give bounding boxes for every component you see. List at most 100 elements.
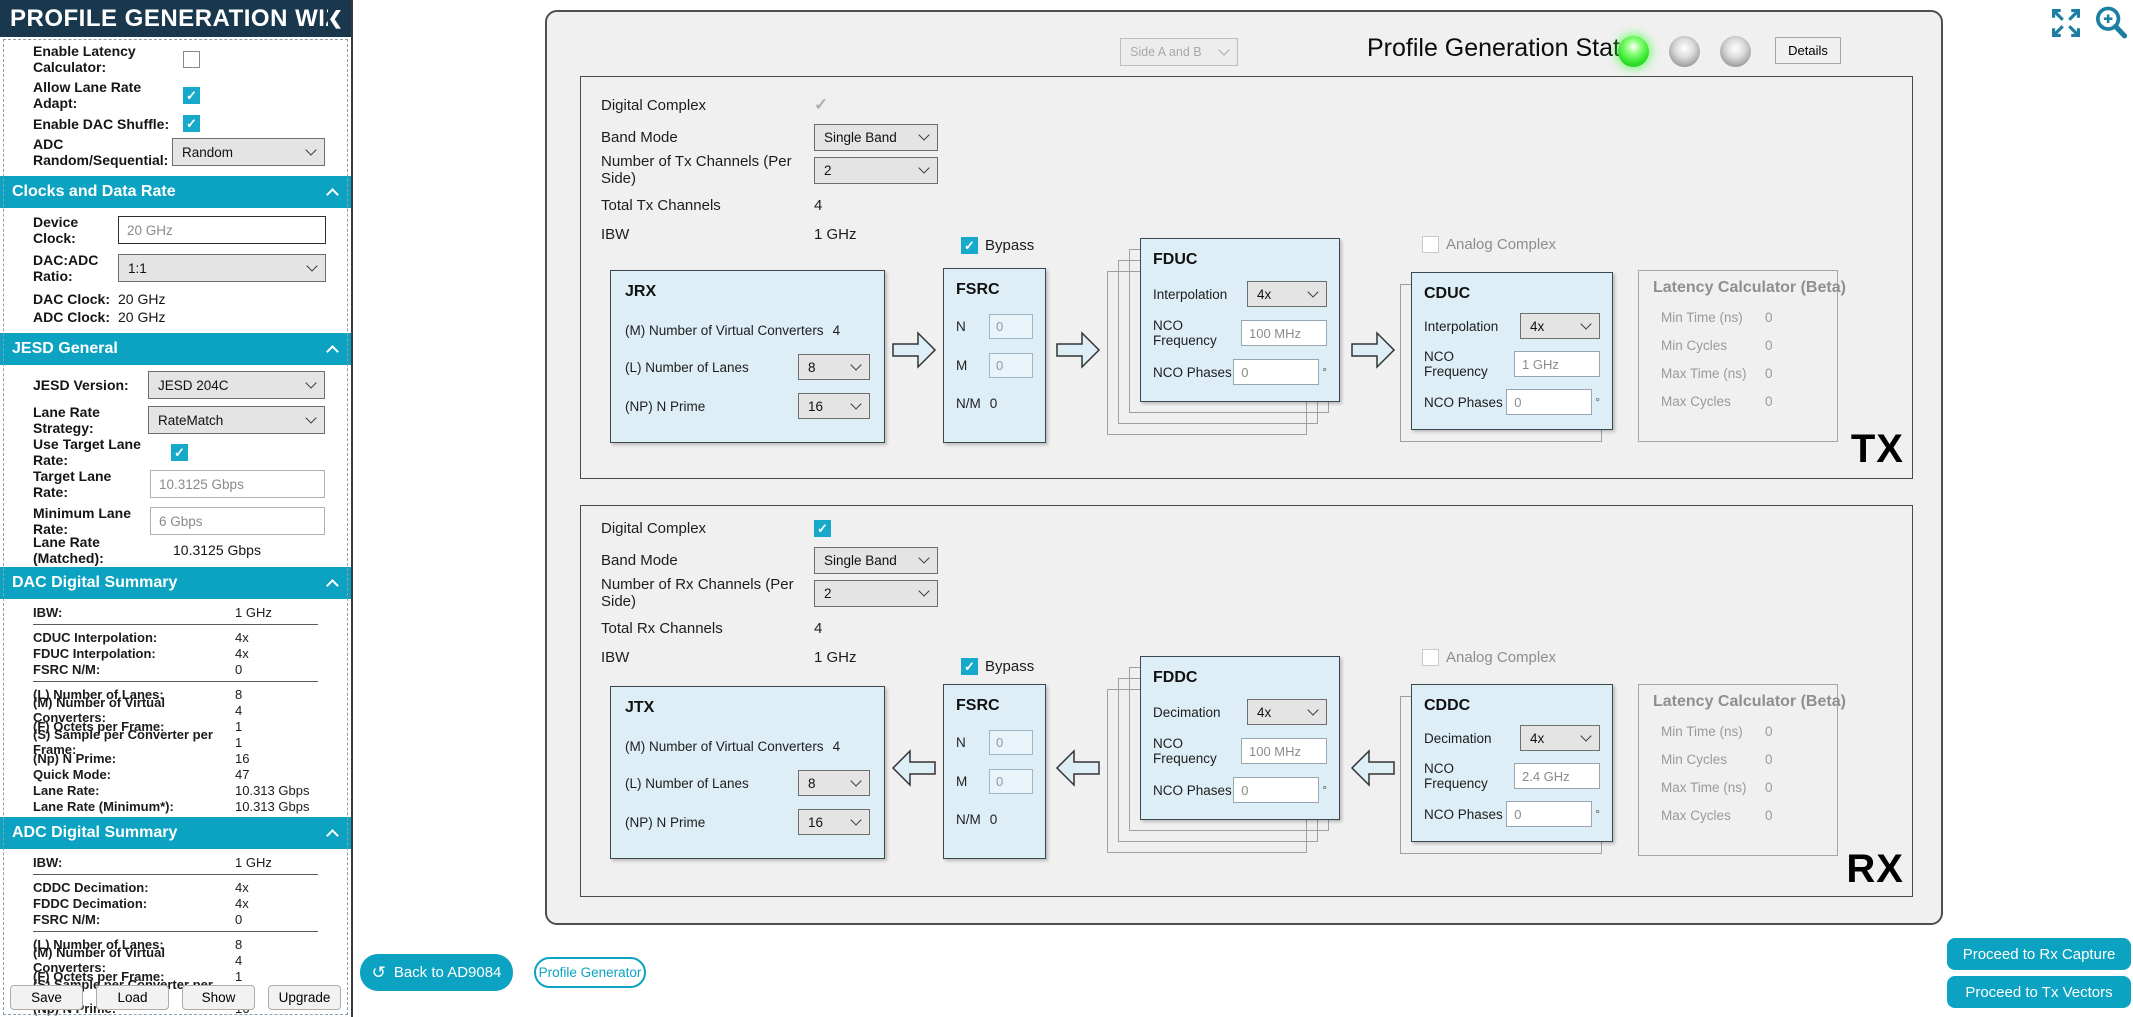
rx-digital-complex-checkbox[interactable] bbox=[814, 519, 831, 537]
cddc-decimation-select[interactable]: 4x bbox=[1520, 725, 1600, 751]
rx-channels-select[interactable]: 2 bbox=[814, 579, 938, 607]
rx-bypass-checkbox[interactable] bbox=[961, 658, 978, 675]
zoom-in-icon[interactable] bbox=[2091, 3, 2131, 43]
tx-channels-select[interactable]: 2 bbox=[814, 156, 938, 184]
tx-fsrc-m-input[interactable] bbox=[989, 353, 1033, 378]
arrow-left-icon bbox=[1055, 749, 1100, 787]
option-row: Allow Lane Rate Adapt: bbox=[0, 79, 351, 111]
details-button[interactable]: Details bbox=[1775, 37, 1841, 64]
fduc-nco-frequency-input[interactable] bbox=[1241, 320, 1327, 346]
divider bbox=[33, 624, 318, 625]
rx-analog-complex-row: Analog Complex bbox=[1422, 649, 1556, 666]
load-button[interactable]: Load bbox=[96, 985, 169, 1010]
arrow-right-icon bbox=[1351, 331, 1396, 369]
chevron-down-icon bbox=[850, 775, 862, 787]
cduc-card: CDUC Interpolation 4x NCO Frequency NCO … bbox=[1411, 272, 1613, 430]
use-target-lane-rate-checkbox[interactable] bbox=[171, 443, 188, 461]
rx-fsrc-nm-value: 0 bbox=[989, 812, 998, 827]
fddc-nco-frequency-input[interactable] bbox=[1241, 738, 1327, 764]
back-to-ad9084-button[interactable]: ↺ Back to AD9084 bbox=[360, 954, 513, 991]
proceed-to-tx-vectors-button[interactable]: Proceed to Tx Vectors bbox=[1947, 976, 2131, 1008]
sidebar-footer: Save Load Show Upgrade bbox=[10, 985, 341, 1010]
dac-clock-value: 20 GHz bbox=[118, 290, 166, 307]
chevron-down-icon bbox=[850, 814, 862, 826]
jesd-section: JESD Version: JESD 204C Lane Rate Strate… bbox=[0, 365, 351, 567]
chevron-up-icon bbox=[326, 187, 339, 201]
jtx-nprime-select[interactable]: 16 bbox=[798, 809, 870, 835]
rx-ibw-value: 1 GHz bbox=[814, 648, 857, 666]
chevron-down-icon bbox=[305, 377, 317, 389]
proceed-to-rx-capture-button[interactable]: Proceed to Rx Capture bbox=[1947, 938, 2131, 970]
jrx-nprime-select[interactable]: 16 bbox=[798, 393, 870, 419]
side-select[interactable]: Side A and B bbox=[1120, 38, 1238, 66]
fduc-nco-phases-input[interactable] bbox=[1233, 359, 1320, 385]
section-header-adc-summary[interactable]: ADC Digital Summary bbox=[0, 817, 351, 849]
chevron-down-icon bbox=[1307, 704, 1319, 716]
jrx-lanes-select[interactable]: 8 bbox=[798, 354, 870, 380]
minimum-lane-rate-input[interactable] bbox=[150, 507, 325, 535]
collapse-sidebar-icon[interactable]: ❮ bbox=[327, 8, 343, 28]
enable-latency-calculator-checkbox[interactable] bbox=[183, 50, 200, 68]
fullscreen-icon[interactable] bbox=[2049, 6, 2083, 40]
chevron-down-icon bbox=[918, 162, 930, 174]
jtx-card: JTX (M) Number of Virtual Converters 4 (… bbox=[610, 686, 885, 859]
enable-dac-shuffle-checkbox[interactable] bbox=[183, 115, 200, 132]
jrx-m-value: 4 bbox=[832, 323, 841, 338]
section-header-clocks[interactable]: Clocks and Data Rate bbox=[0, 176, 351, 208]
rx-analog-complex-checkbox[interactable] bbox=[1422, 649, 1439, 666]
target-lane-rate-input[interactable] bbox=[150, 470, 325, 498]
tx-fsrc-n-input[interactable] bbox=[989, 314, 1033, 339]
section-header-jesd[interactable]: JESD General bbox=[0, 333, 351, 365]
tx-analog-complex-checkbox[interactable] bbox=[1422, 236, 1439, 253]
adc-clock-value: 20 GHz bbox=[118, 308, 166, 325]
fddc-nco-phases-input[interactable] bbox=[1233, 777, 1320, 803]
cddc-nco-phases-input[interactable] bbox=[1506, 801, 1593, 827]
chevron-down-icon bbox=[918, 552, 930, 564]
fduc-interpolation-select[interactable]: 4x bbox=[1247, 281, 1327, 307]
chevron-down-icon bbox=[306, 260, 318, 272]
tx-bypass-checkbox[interactable] bbox=[961, 237, 978, 254]
rx-latency-calculator: Latency Calculator (Beta) Min Time (ns)0… bbox=[1638, 684, 1846, 856]
cduc-nco-frequency-input[interactable] bbox=[1514, 351, 1600, 377]
rx-band-mode-select[interactable]: Single Band bbox=[814, 546, 938, 574]
divider bbox=[33, 874, 318, 875]
adc-random-sequential-select[interactable]: Random bbox=[172, 138, 325, 166]
chevron-down-icon bbox=[850, 359, 862, 371]
lane-rate-strategy-select[interactable]: RateMatch bbox=[148, 406, 325, 434]
degree-symbol: ° bbox=[1595, 807, 1600, 821]
arrow-right-icon bbox=[892, 331, 937, 369]
status-title: Profile Generation Status bbox=[1367, 34, 1647, 62]
allow-lane-rate-adapt-checkbox[interactable] bbox=[183, 86, 200, 104]
cddc-nco-frequency-input[interactable] bbox=[1514, 763, 1600, 789]
chevron-down-icon bbox=[1307, 286, 1319, 298]
chevron-down-icon bbox=[1580, 730, 1592, 742]
status-light-3 bbox=[1720, 36, 1751, 67]
chevron-up-icon bbox=[326, 578, 339, 592]
jesd-version-select[interactable]: JESD 204C bbox=[148, 371, 325, 399]
cduc-interpolation-select[interactable]: 4x bbox=[1520, 313, 1600, 339]
cduc-nco-phases-input[interactable] bbox=[1506, 389, 1593, 415]
jtx-lanes-select[interactable]: 8 bbox=[798, 770, 870, 796]
tx-band-mode-select[interactable]: Single Band bbox=[814, 123, 938, 151]
rx-fsrc-m-input[interactable] bbox=[989, 769, 1033, 794]
lane-rate-matched-value: 10.3125 Gbps bbox=[173, 542, 261, 558]
sidebar: PROFILE GENERATION WIZARD ❮ Enable Laten… bbox=[0, 0, 353, 1017]
save-button[interactable]: Save bbox=[10, 985, 83, 1010]
sidebar-options: Enable Latency Calculator: Allow Lane Ra… bbox=[0, 37, 351, 176]
jtx-m-value: 4 bbox=[832, 739, 841, 754]
checkmark-icon: ✓ bbox=[814, 95, 829, 114]
dac-adc-ratio-select[interactable]: 1:1 bbox=[118, 254, 326, 282]
option-row: Enable Latency Calculator: bbox=[0, 43, 351, 75]
upgrade-button[interactable]: Upgrade bbox=[268, 985, 341, 1010]
fddc-decimation-select[interactable]: 4x bbox=[1247, 699, 1327, 725]
show-button[interactable]: Show bbox=[182, 985, 255, 1010]
arrow-left-icon bbox=[891, 749, 936, 787]
section-header-dac-summary[interactable]: DAC Digital Summary bbox=[0, 567, 351, 599]
profile-generator-button[interactable]: Profile Generator bbox=[534, 957, 646, 988]
status-light-2 bbox=[1669, 36, 1700, 67]
option-row: ADC Random/Sequential: Random bbox=[0, 136, 351, 168]
rx-fsrc-n-input[interactable] bbox=[989, 730, 1033, 755]
rx-total-channels-value: 4 bbox=[814, 619, 823, 637]
device-clock-input[interactable] bbox=[118, 216, 326, 244]
